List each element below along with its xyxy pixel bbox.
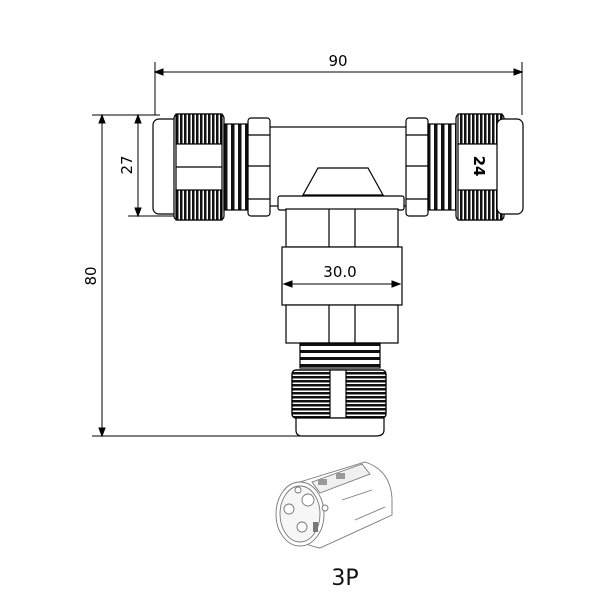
dimension-body-width-label: 30.0 (323, 263, 356, 281)
right-thread (427, 123, 457, 211)
dimension-branch-height (128, 113, 178, 218)
right-port (405, 113, 524, 221)
nut-marking: 24 (470, 156, 488, 177)
down-end-cap (295, 417, 385, 437)
down-body (277, 195, 405, 437)
dimension-width-total (153, 62, 524, 115)
left-thread (223, 123, 251, 211)
left-hex (247, 117, 271, 217)
dimension-body-width (282, 280, 402, 288)
dimension-branch-height-label: 27 (118, 155, 136, 174)
right-end-cap (496, 118, 524, 215)
body-flange (277, 195, 405, 211)
left-port (152, 113, 271, 221)
body-mid (281, 246, 403, 306)
down-thread (299, 342, 381, 369)
body-dome (301, 167, 385, 196)
dimension-height-total (92, 113, 300, 438)
insert-core-sketch (275, 461, 393, 549)
dimension-height-total-label: 80 (82, 266, 100, 285)
model-caption: 3P (331, 566, 358, 591)
tee-connector (152, 113, 524, 437)
dimension-width-total-label: 90 (328, 52, 347, 70)
right-hex (405, 117, 429, 217)
